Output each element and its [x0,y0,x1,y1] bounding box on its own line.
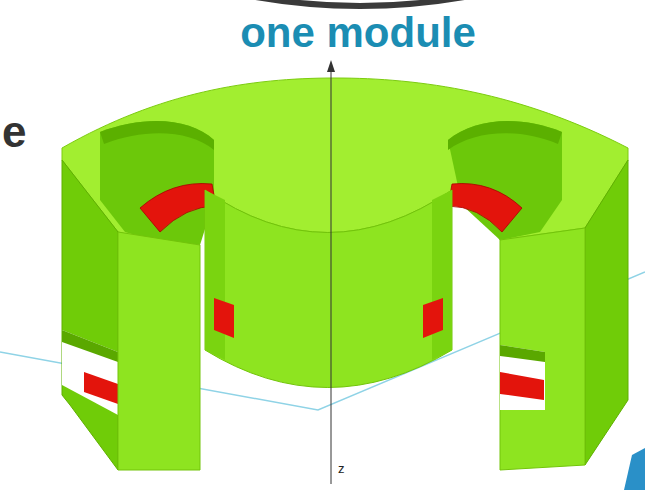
arc-fragment [250,0,470,6]
center-tooth-side [205,190,225,360]
center-tooth-side [432,190,452,360]
left-side-face [62,160,118,470]
axis-line [331,70,332,484]
coil [448,184,522,233]
cavity-wall [448,121,562,240]
coil [423,298,443,338]
slot [500,345,545,410]
cut-text: e [2,110,26,154]
right-tooth [500,228,585,470]
slot-shadow [62,330,118,362]
axis-label: z [338,462,345,475]
slot-shadow [500,345,545,362]
corner-fragment [624,448,645,490]
slot [62,330,118,415]
cavity-shadow [448,121,562,150]
coil [84,372,118,404]
cavity-shadow [100,121,214,150]
right-side-face [585,160,628,465]
coil [214,298,234,338]
left-tooth [118,232,200,470]
coil [500,372,544,400]
center-tooth [205,190,452,388]
title: one module [240,12,476,54]
axis-arrow [327,60,335,72]
